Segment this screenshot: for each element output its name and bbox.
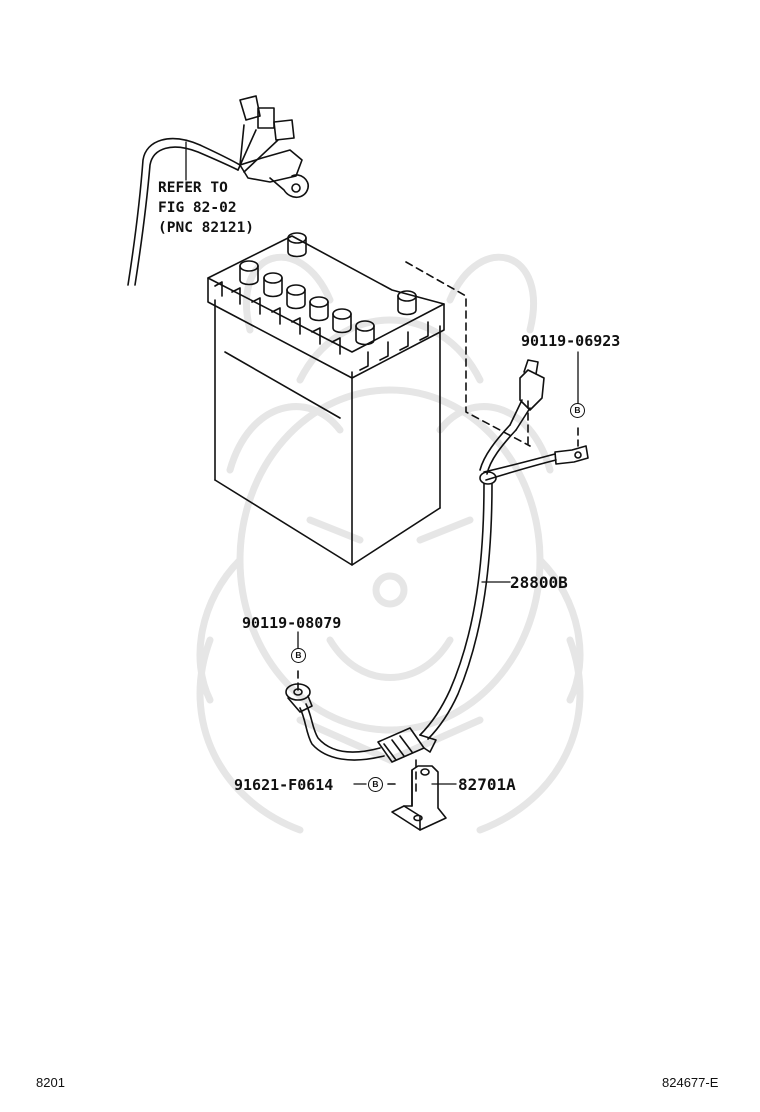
part-number-91621-f0614[interactable]: 91621-F0614 [234, 776, 334, 794]
bolt-badge-upper: B [570, 403, 585, 418]
part-number-90119-08079[interactable]: 90119-08079 [242, 614, 342, 632]
watermark-emblem [196, 253, 584, 834]
wire-harness [127, 95, 310, 286]
refer-note-line2: FIG 82-02 [158, 200, 237, 216]
refer-note-line3: (PNC 82121) [158, 220, 255, 236]
battery-cable [285, 359, 589, 763]
bolt-badge-lower: B [291, 648, 306, 663]
battery-cell-caps [239, 260, 375, 346]
battery [207, 232, 445, 566]
refer-note-line1: REFER TO [158, 180, 228, 196]
part-number-82701a[interactable]: 82701A [458, 775, 516, 794]
part-number-28800b[interactable]: 28800B [510, 573, 568, 592]
leader-lines [185, 141, 579, 785]
battery-terminals [287, 232, 417, 316]
refer-note: REFER TO FIG 82-02 (PNC 82121) [158, 178, 254, 238]
footer-right-code: 824677-E [662, 1075, 719, 1090]
cable-bracket [391, 765, 447, 831]
part-number-90119-06923[interactable]: 90119-06923 [521, 332, 621, 350]
footer-left-code: 8201 [36, 1075, 65, 1090]
bolt-badge-clamp: B [368, 777, 383, 792]
